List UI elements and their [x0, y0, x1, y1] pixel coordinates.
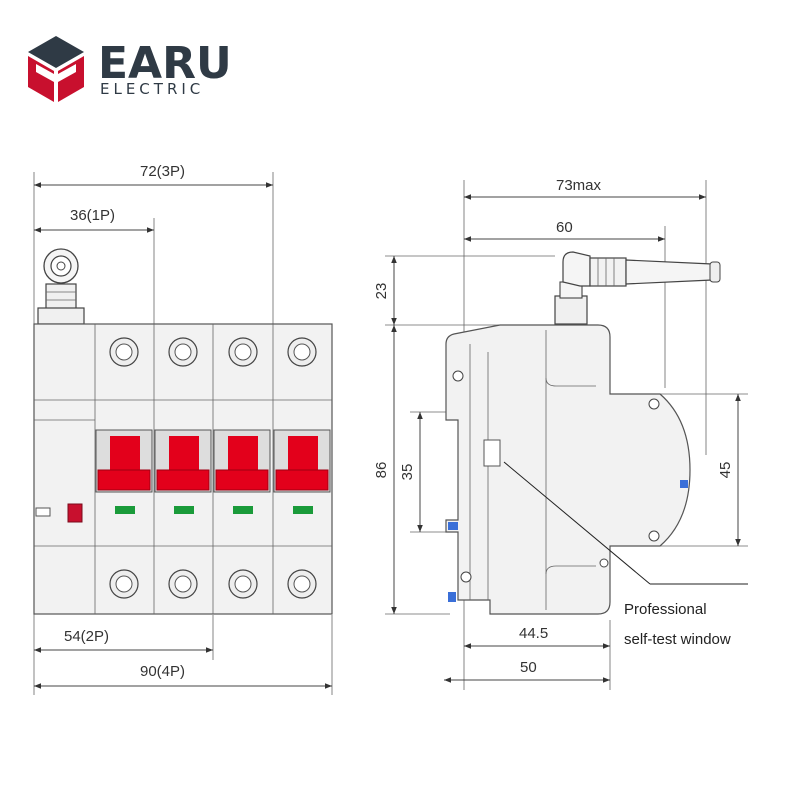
dim-label-60: 60	[556, 219, 573, 236]
dim-label-50: 50	[520, 659, 537, 676]
self-test-window	[483, 439, 501, 467]
dim-label-72-3p: 72(3P)	[140, 163, 185, 180]
brand-subtitle: ELECTRIC	[100, 80, 204, 98]
test-button	[35, 503, 83, 523]
callout-line-1: Professional	[624, 601, 707, 618]
dim-label-23: 23	[373, 283, 390, 300]
self-test-callout: Professional self-test window	[503, 461, 748, 648]
front-view: 72(3P) 36(1P) 54(2P) 90(4P)	[33, 163, 333, 695]
brand-name: EARU	[98, 38, 232, 89]
breaker-body-side	[445, 324, 691, 615]
status-indicators	[115, 506, 313, 514]
terminal-screw-row-bottom	[109, 569, 317, 599]
side-view: 73max 60 23 86 35 45 44.5 50	[373, 177, 748, 690]
dim-label-45: 45	[717, 462, 734, 479]
callout-line-2: self-test window	[624, 631, 731, 648]
dim-label-36-1p: 36(1P)	[70, 207, 115, 224]
terminal-screw-row-top	[109, 337, 317, 367]
logo-cube-icon	[28, 36, 84, 102]
breaker-handles	[95, 429, 331, 493]
dim-label-54-2p: 54(2P)	[64, 628, 109, 645]
antenna-icon	[554, 251, 721, 325]
dim-label-35: 35	[399, 464, 416, 481]
dim-label-73max: 73max	[556, 177, 602, 194]
dim-label-90-4p: 90(4P)	[140, 663, 185, 680]
brand-logo: EARU ELECTRIC	[28, 36, 232, 102]
dim-label-86: 86	[373, 462, 390, 479]
antenna-connector-front	[37, 248, 85, 325]
dim-label-44-5: 44.5	[519, 625, 548, 642]
